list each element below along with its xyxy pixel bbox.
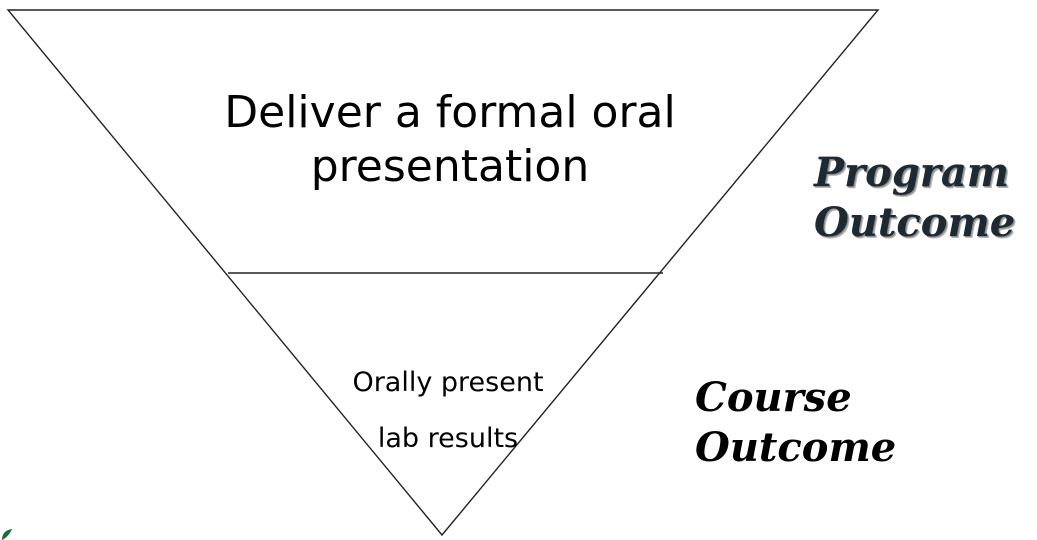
course-tier-line-2: lab results (377, 423, 519, 454)
course-tier-line-1: Orally present (352, 367, 544, 398)
program-outcome-line-1: Program (814, 149, 1010, 196)
program-outcome-line-2: Outcome (814, 199, 1016, 246)
program-tier-line-1: Deliver a formal oral (224, 87, 676, 138)
program-tier-line-2: presentation (310, 141, 590, 192)
program-outcome-label: Program Outcome (814, 148, 1015, 248)
course-outcome-line-2: Outcome (695, 424, 897, 471)
course-tier-text: Orally present lab results (318, 355, 578, 467)
leaf-icon (2, 529, 12, 540)
program-tier-text: Deliver a formal oral presentation (180, 86, 720, 194)
course-outcome-line-1: Course (695, 374, 852, 421)
course-outcome-label: Course Outcome (695, 373, 896, 473)
